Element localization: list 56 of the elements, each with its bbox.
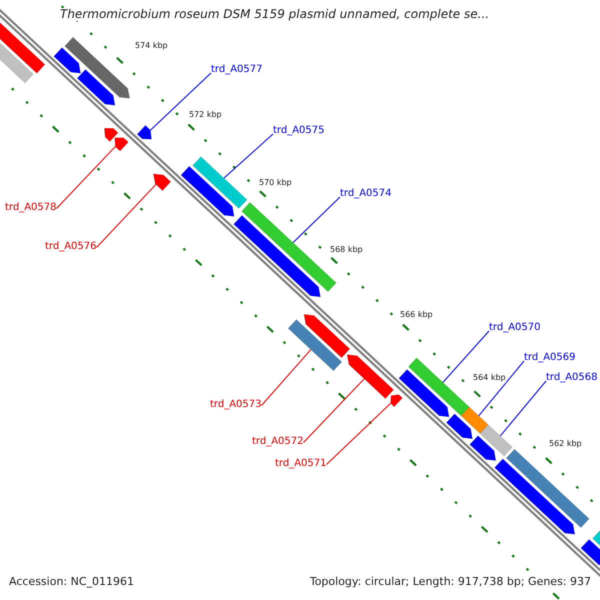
gene-block	[460, 406, 489, 434]
gene-block	[494, 458, 576, 535]
gene-label: trd_A0576	[45, 241, 96, 252]
gene-block	[346, 354, 394, 400]
gene-label: trd_A0568	[546, 372, 598, 383]
gene-block	[153, 174, 172, 192]
gene-block	[580, 538, 600, 566]
gene-block	[304, 314, 350, 358]
gene-label: trd_A0573	[210, 399, 262, 410]
diagram-title: Thermomicrobium roseum DSM 5159 plasmid unnamed, complete se...	[60, 8, 490, 22]
leader-line	[150, 72, 212, 131]
gene-block	[288, 319, 342, 372]
gene-label: trd_A0572	[252, 436, 304, 447]
gene-block	[390, 394, 403, 408]
gene-block	[233, 214, 321, 298]
summary-text: Topology: circular; Length: 917,738 bp; Genes: 937	[310, 576, 591, 588]
gene-label: trd_A0575	[273, 125, 324, 136]
leader-line	[56, 146, 116, 209]
gene-label: trd_A0570	[489, 322, 540, 333]
gene-block	[480, 424, 513, 456]
gene-block	[53, 47, 81, 74]
gene-block	[192, 156, 248, 209]
leader-line	[303, 378, 365, 443]
leader-line	[478, 360, 524, 416]
gene-block	[84, 55, 130, 99]
leader-line	[96, 184, 156, 248]
gene-block	[64, 36, 94, 65]
leader-line	[292, 196, 340, 244]
scale-label: 574 kbp	[135, 42, 168, 51]
gene-label: trd_A0574	[340, 188, 392, 199]
scale-label: 562 kbp	[549, 440, 582, 449]
leader-line	[326, 402, 392, 465]
gene-block	[506, 448, 590, 528]
accession-text: Accession: NC_011961	[9, 576, 134, 588]
scale-label: 568 kbp	[330, 246, 363, 255]
gene-label: trd_A0578	[5, 202, 56, 213]
leader-line	[223, 134, 274, 179]
gene-block	[408, 357, 470, 416]
gene-block	[104, 128, 118, 142]
gene-label: trd_A0571	[275, 458, 326, 469]
gene-label: trd_A0569	[524, 352, 576, 363]
scale-label: 564 kbp	[473, 374, 506, 383]
gene-block	[446, 413, 473, 440]
leader-line	[261, 349, 312, 406]
gene-block	[114, 138, 129, 152]
gene-block	[180, 166, 234, 217]
leader-line	[500, 380, 546, 436]
scale-label: 570 kbp	[259, 179, 292, 188]
leader-line	[442, 330, 490, 383]
scale-label: 572 kbp	[189, 111, 222, 120]
gene-block	[398, 369, 450, 418]
gene-block	[469, 435, 496, 461]
gene-block	[76, 69, 116, 106]
gene-label: trd_A0577	[211, 64, 262, 75]
gene-block	[136, 124, 152, 140]
scale-label: 566 kbp	[400, 311, 433, 320]
